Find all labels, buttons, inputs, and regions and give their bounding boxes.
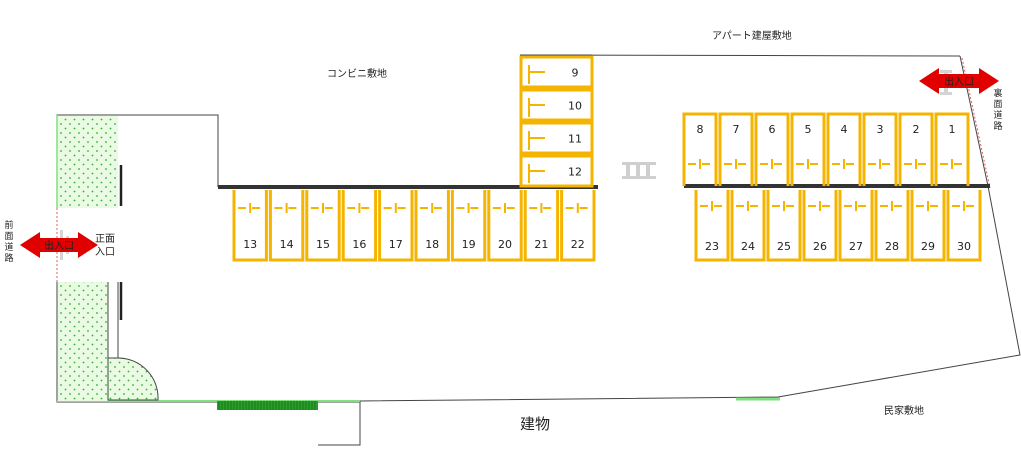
- vertical-label-char: 裏: [993, 87, 1002, 99]
- parking-space-number: 30: [957, 240, 971, 253]
- hedge-ticks: [218, 401, 316, 410]
- parking-space: 17: [378, 190, 414, 262]
- parking-space-number: 8: [697, 123, 704, 136]
- label-line: 入口: [95, 247, 115, 258]
- vertical-label-char: 面: [993, 99, 1002, 110]
- label-apartment: アパート建屋敷地: [712, 29, 792, 42]
- parking-space: 14: [268, 190, 305, 262]
- planting-area-corner: [107, 357, 159, 401]
- parking-space-number: 17: [389, 238, 403, 251]
- parking-space-number: 26: [813, 240, 827, 253]
- parking-space: 27: [838, 190, 874, 262]
- parking-space: 18: [414, 190, 450, 262]
- vertical-label-char: 路: [993, 120, 1002, 132]
- parking-space-number: 4: [841, 123, 848, 136]
- label-exit-entrance-left: 出入口: [44, 239, 74, 252]
- parking-space-number: 12: [568, 166, 582, 179]
- parking-space-number: 7: [733, 123, 740, 136]
- parking-space-number: 21: [534, 238, 548, 251]
- vertical-label-char: 路: [4, 252, 13, 264]
- parking-space-number: 28: [885, 240, 899, 253]
- parking-space-number: 18: [425, 238, 439, 251]
- parking-space: 10: [519, 88, 594, 122]
- planting-area-south: [58, 282, 108, 401]
- double-arrow-icon: [20, 232, 98, 258]
- parking-space-number: 16: [352, 238, 366, 251]
- parking-space: 20: [487, 190, 523, 262]
- label-convenience: コンビニ敷地: [327, 67, 387, 80]
- parking-space: 13: [232, 190, 268, 262]
- parking-space: 29: [910, 190, 946, 262]
- vertical-label-char: 道: [4, 241, 13, 253]
- parking-row-bottom-right: 23 24 25 26 27 28 29 30: [694, 190, 982, 262]
- parking-space: 21: [523, 190, 560, 262]
- label-exit-entrance-right: 出入口: [944, 75, 974, 88]
- parking-space: 23: [694, 190, 730, 262]
- vertical-label-char: 道: [993, 109, 1002, 121]
- parking-block-vertical: 9 10 11 12: [519, 54, 594, 188]
- parking-space: 1: [934, 112, 970, 186]
- parking-space-number: 11: [568, 133, 582, 146]
- label-private-house: 民家敷地: [884, 404, 924, 417]
- parking-space-number: 22: [571, 238, 585, 251]
- parking-space-number: 19: [462, 238, 476, 251]
- parking-space: 28: [874, 190, 910, 262]
- vertical-label-char: 前: [4, 219, 13, 231]
- parking-space: 15: [305, 190, 341, 262]
- parking-space: 7: [718, 112, 754, 186]
- parking-space-number: 1: [949, 123, 956, 136]
- parking-space-number: 10: [568, 100, 582, 113]
- parking-space: 8: [682, 112, 718, 186]
- parking-space: 6: [754, 112, 790, 186]
- vertical-label-char: 面: [4, 231, 13, 242]
- label-line: 正面: [95, 234, 115, 245]
- parking-space: 16: [341, 190, 378, 262]
- parking-space: 5: [790, 112, 826, 186]
- parking-space: 2: [898, 112, 934, 186]
- parking-space: 12: [519, 154, 594, 188]
- parking-space: 4: [826, 112, 862, 186]
- parking-space-number: 24: [741, 240, 755, 253]
- parking-space-number: 25: [777, 240, 791, 253]
- parking-space-number: 5: [805, 123, 812, 136]
- parking-space: 19: [450, 190, 487, 262]
- parking-space-number: 23: [705, 240, 719, 253]
- parking-space-number: 3: [877, 123, 884, 136]
- parking-space-number: 29: [921, 240, 935, 253]
- parking-space-number: 20: [498, 238, 512, 251]
- parking-space-number: 14: [280, 238, 294, 251]
- parking-space: 9: [519, 55, 594, 89]
- parking-space-number: 13: [243, 238, 257, 251]
- parking-space: 25: [766, 190, 802, 262]
- label-building: 建物: [520, 415, 550, 433]
- parking-row-top-right: 8 7 6 5 4 3 2 1: [682, 112, 970, 186]
- double-arrow-icon: [919, 68, 999, 94]
- parking-space-number: 2: [913, 123, 920, 136]
- parking-space-number: 9: [572, 67, 579, 80]
- parking-space: 30: [946, 190, 982, 262]
- parking-space-number: 6: [769, 123, 776, 136]
- planting-area-north: [58, 116, 118, 208]
- parking-space: 26: [802, 190, 838, 262]
- parking-row-center: 13 14 15 16 17 18 19 20 21 22: [232, 190, 596, 262]
- parking-space: 11: [519, 121, 594, 155]
- parking-space: 22: [560, 190, 596, 262]
- parking-space: 3: [862, 112, 898, 186]
- parking-space: 24: [730, 190, 766, 262]
- parking-space-number: 27: [849, 240, 863, 253]
- parking-space-number: 15: [316, 238, 330, 251]
- pavement-sign-mark: [622, 162, 656, 179]
